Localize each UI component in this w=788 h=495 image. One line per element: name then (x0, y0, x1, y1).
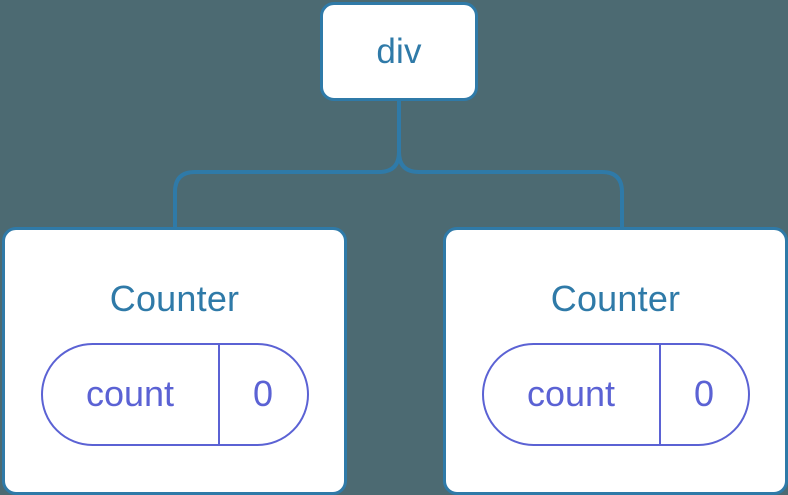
connector-branch-right (397, 151, 624, 229)
node-root-div[interactable]: div (320, 2, 478, 101)
state-pill-left[interactable]: count 0 (40, 343, 309, 446)
state-key-right: count (484, 345, 661, 444)
state-key-left: count (43, 345, 220, 444)
node-counter-left[interactable]: Counter count 0 (2, 227, 347, 495)
node-counter-right[interactable]: Counter count 0 (443, 227, 788, 495)
node-root-label: div (376, 32, 422, 71)
node-counter-left-label: Counter (109, 278, 240, 319)
connector-branch-left (173, 151, 401, 229)
state-value-left: 0 (252, 372, 274, 414)
state-value-right: 0 (693, 372, 715, 414)
state-pill-right[interactable]: count 0 (481, 343, 750, 446)
node-counter-right-label: Counter (550, 278, 681, 319)
